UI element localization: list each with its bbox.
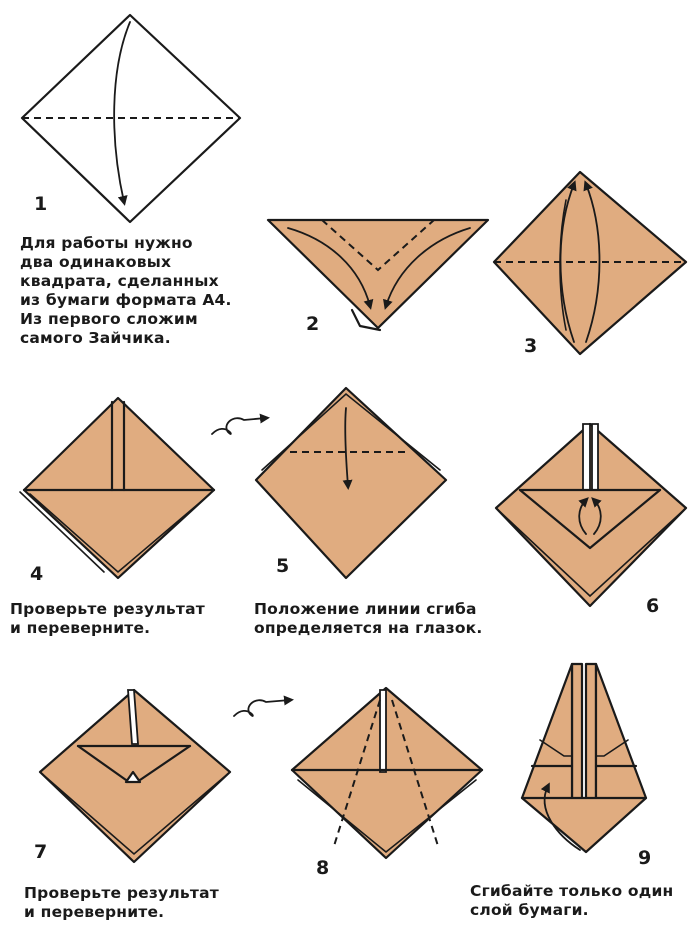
svg-text:Проверьте результат: Проверьте результат xyxy=(24,884,219,902)
svg-text:Сгибайте только один: Сгибайте только один xyxy=(470,882,673,900)
svg-text:определяется на глазок.: определяется на глазок. xyxy=(254,619,482,637)
step-5-number: 5 xyxy=(276,555,289,577)
turn-over-icon xyxy=(234,700,290,716)
step-4-figure xyxy=(20,398,214,578)
step-7-figure xyxy=(40,690,230,862)
step-7-number: 7 xyxy=(34,841,47,863)
svg-text:Положение линии сгиба: Положение линии сгиба xyxy=(254,600,477,618)
step-8-number: 8 xyxy=(316,857,329,879)
svg-text:самого Зайчика.: самого Зайчика. xyxy=(20,329,171,347)
step-6-figure xyxy=(496,424,686,606)
svg-text:из бумаги формата А4.: из бумаги формата А4. xyxy=(20,291,232,309)
step-7-caption: Проверьте результат и переверните. xyxy=(24,884,219,921)
svg-text:Проверьте результат: Проверьте результат xyxy=(10,600,205,618)
step-5-figure xyxy=(256,388,446,578)
step-1-number: 1 xyxy=(34,193,47,215)
svg-text:квадрата, сделанных: квадрата, сделанных xyxy=(20,272,219,290)
step-3-number: 3 xyxy=(524,335,537,357)
step-6-number: 6 xyxy=(646,595,659,617)
step-9-number: 9 xyxy=(638,847,651,869)
step-4-caption: Проверьте результат и переверните. xyxy=(10,600,205,637)
step-8-figure xyxy=(292,688,482,858)
step-4-number: 4 xyxy=(30,563,43,585)
step-3-figure xyxy=(494,172,686,354)
svg-text:и переверните.: и переверните. xyxy=(10,619,150,637)
svg-text:и переверните.: и переверните. xyxy=(24,903,164,921)
svg-text:слой бумаги.: слой бумаги. xyxy=(470,901,589,919)
step-5-caption: Положение линии сгиба определяется на гл… xyxy=(254,600,482,637)
step-2-number: 2 xyxy=(306,313,319,335)
svg-text:Из первого сложим: Из первого сложим xyxy=(20,310,198,328)
svg-text:Для работы нужно: Для работы нужно xyxy=(20,234,193,252)
step-1-caption: Для работы нужно два одинаковых квадрата… xyxy=(20,234,232,347)
step-9-caption: Сгибайте только один слой бумаги. xyxy=(470,882,673,919)
svg-text:два одинаковых: два одинаковых xyxy=(20,253,171,271)
step-2-figure xyxy=(268,220,488,330)
step-1-figure xyxy=(22,15,240,222)
turn-over-icon xyxy=(212,418,266,434)
step-9-figure xyxy=(522,664,646,852)
